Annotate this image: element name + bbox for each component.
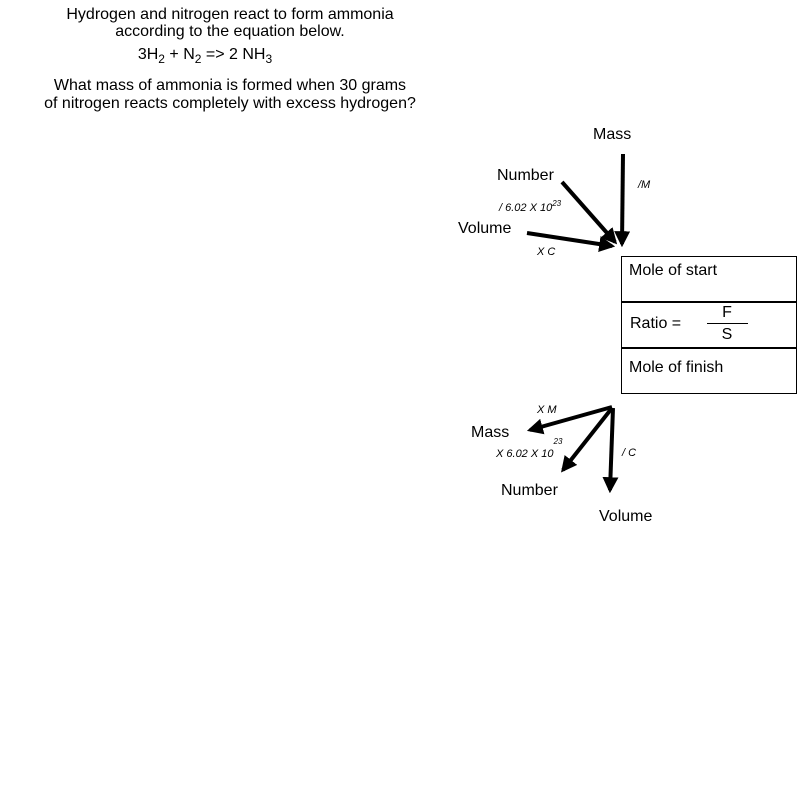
equation-nitrogen-subscript: 2	[194, 52, 202, 66]
mole-of-start-label: Mole of start	[629, 262, 718, 279]
mole-of-finish-label: Mole of finish	[629, 359, 724, 376]
finish-volume-label: Volume	[599, 508, 653, 525]
start-number-exponent: 23	[552, 199, 562, 208]
finish-volume-operation: / C	[622, 447, 637, 459]
prompt-line-1: What mass of ammonia is formed when 30 g…	[53, 77, 407, 94]
mole-of-finish-box: Mole of finish	[621, 348, 797, 394]
start-number-label: Number	[497, 167, 554, 184]
mole-to-volume-arrow	[602, 407, 619, 494]
ratio-numerator: F	[722, 304, 732, 321]
start-mass-operation: /M	[638, 179, 651, 191]
question-line-2: according to the equation below.	[115, 23, 345, 40]
prompt-line-2: of nitrogen reacts completely with exces…	[44, 95, 416, 112]
start-number-operation-base: / 6.02 X 10	[499, 202, 553, 214]
finish-number-operation: X 6.02 X 10 23	[496, 437, 563, 461]
volume-to-mole-arrow	[526, 231, 616, 252]
ratio-label: Ratio =	[630, 315, 682, 332]
start-number-operation: / 6.02 X 1023	[499, 199, 562, 215]
number-to-mole-arrow	[560, 180, 618, 245]
mole-to-number-arrow	[561, 406, 614, 473]
mass-to-mole-arrow	[614, 153, 631, 248]
ratio-box: Ratio = F S	[621, 302, 797, 348]
chemical-equation: 3H2 + N2 => 2 NH3	[0, 46, 410, 66]
question-line-1: Hydrogen and nitrogen react to form ammo…	[66, 6, 394, 23]
start-mass-label: Mass	[593, 126, 632, 143]
ratio-denominator: S	[721, 326, 733, 343]
equation-hydrogen-subscript: 2	[158, 52, 165, 66]
mole-of-start-box: Mole of start	[621, 256, 797, 302]
finish-number-label: Number	[501, 482, 558, 499]
start-volume-label: Volume	[458, 220, 512, 237]
finish-number-operation-base: X 6.02 X 10	[496, 448, 554, 460]
equation-hydrogen: 3H	[137, 46, 159, 63]
start-volume-operation: X C	[537, 246, 556, 258]
finish-number-exponent: 23	[553, 437, 563, 446]
mole-to-mass-arrow	[526, 405, 613, 435]
ratio-fraction-bar	[707, 323, 748, 324]
equation-ammonia: => 2 NH	[205, 46, 266, 63]
equation-nitrogen: + N	[169, 46, 195, 63]
equation-ammonia-subscript: 3	[265, 52, 273, 66]
finish-mass-label: Mass	[471, 424, 510, 441]
finish-mass-operation: X M	[537, 404, 557, 416]
